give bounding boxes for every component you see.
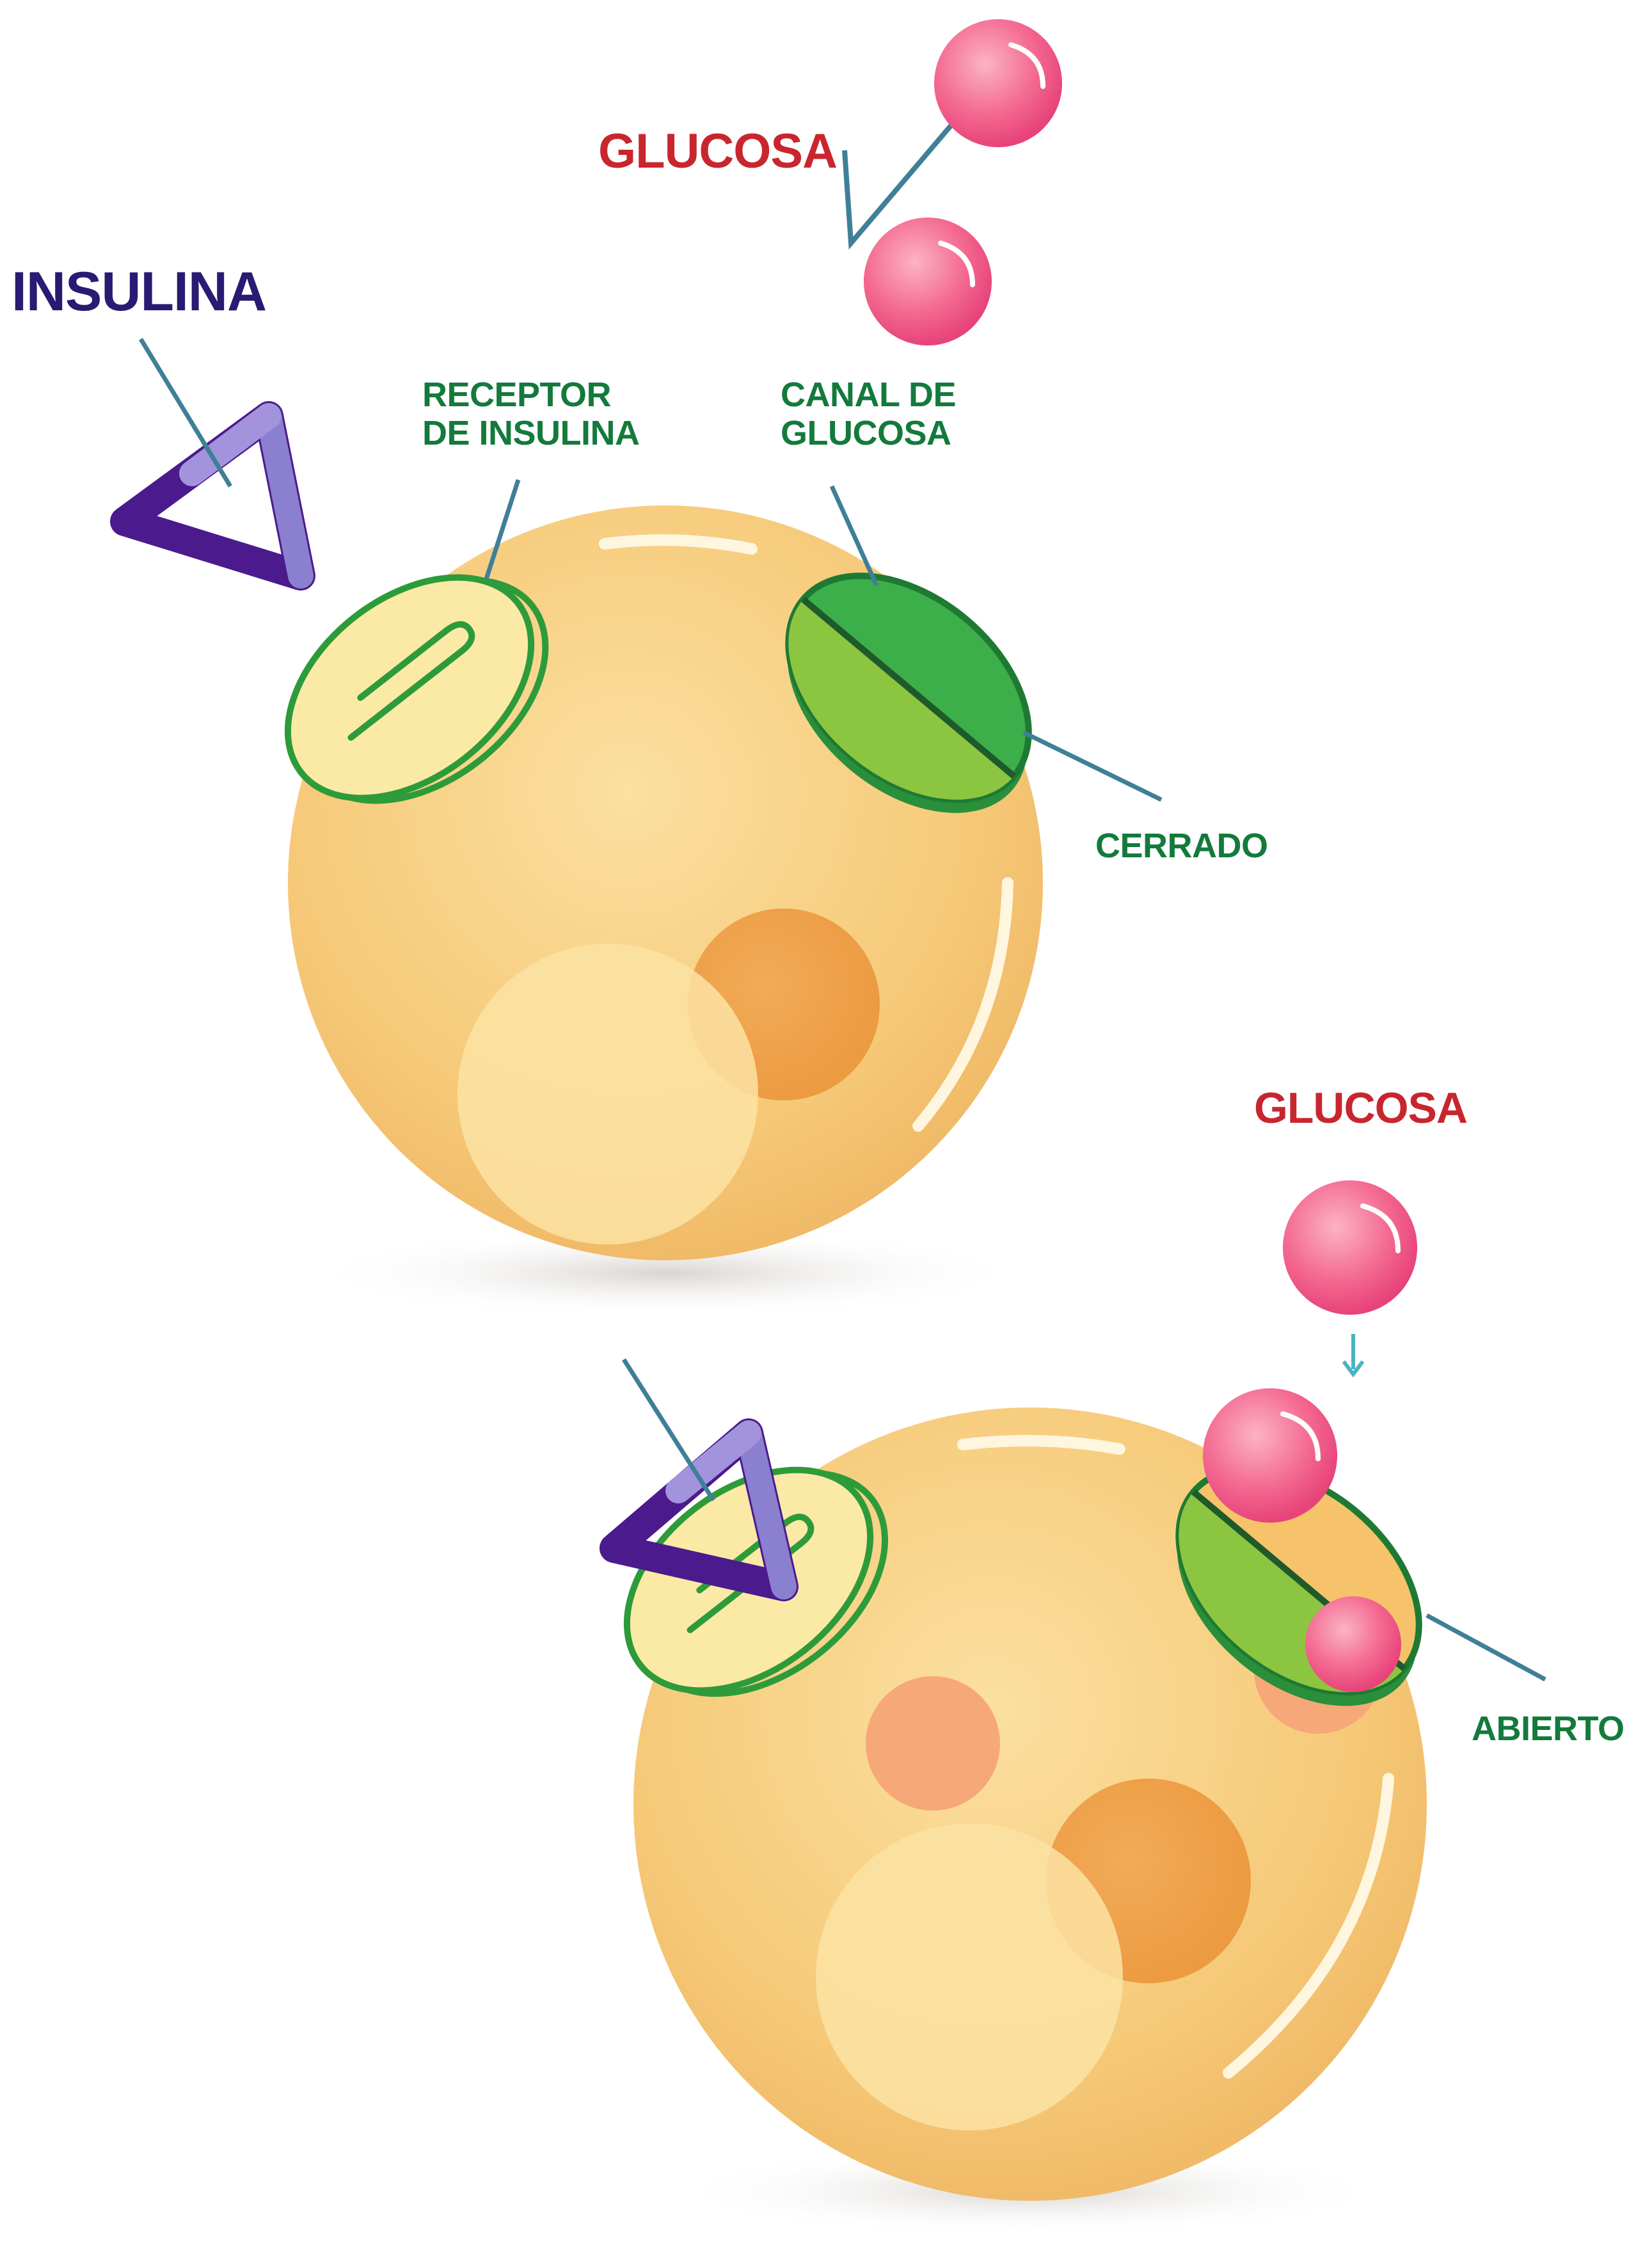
leader-line-cerrado (1024, 733, 1161, 800)
label-receptor-line1: RECEPTOR (422, 376, 611, 414)
top-cell-vacuole (457, 944, 758, 1244)
label-receptor-line2: DE INSULINA (422, 414, 640, 452)
label-canal-line2: GLUCOSA (781, 414, 951, 452)
insulin-molecule-top (125, 416, 301, 576)
arrow-down-icon (1344, 1334, 1363, 1374)
bottom-cell-vacuole (816, 1823, 1123, 2130)
leader-line-insulin-bound (624, 1360, 713, 1500)
leader-line-abierto (1427, 1615, 1545, 1679)
bottom-cell-group (585, 1180, 1545, 2236)
glucose-pair-top (845, 19, 1062, 345)
label-glucosa-bottom: GLUCOSA (1254, 1084, 1467, 1132)
glucose-entering (1305, 1596, 1401, 1692)
label-cerrado: CERRADO (1095, 827, 1268, 865)
label-canal-line1: CANAL DE (781, 376, 956, 414)
absorbed-glucose (866, 1676, 1000, 1811)
label-abierto: ABIERTO (1472, 1709, 1625, 1748)
label-glucosa-top: GLUCOSA (598, 124, 837, 178)
top-cell-group (125, 19, 1161, 1318)
label-insulina: INSULINA (12, 261, 266, 322)
